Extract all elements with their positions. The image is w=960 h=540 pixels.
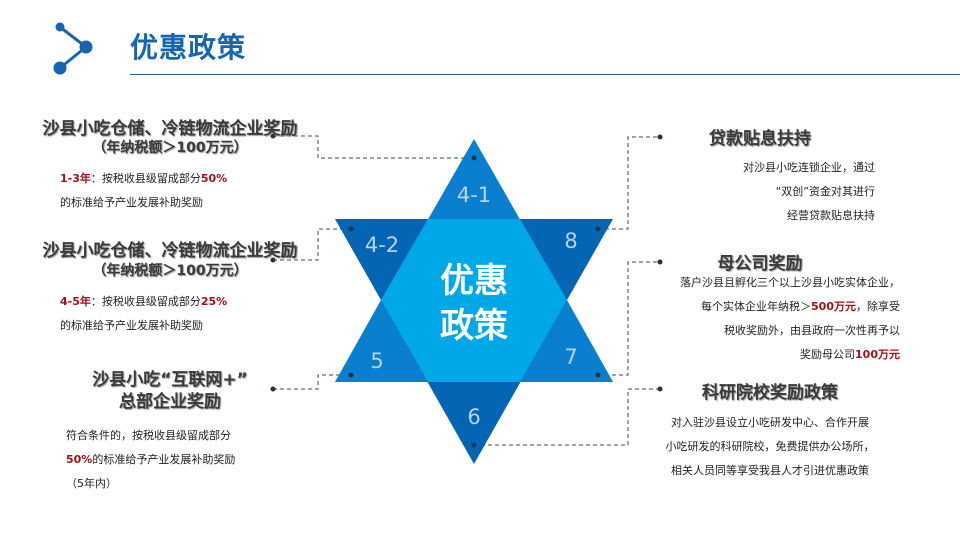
connector-dots xyxy=(270,133,663,448)
star-center-line2: 政策 xyxy=(440,306,508,346)
right-1-text: 对沙县小吃连锁企业，通过“双创”资金对其进行经营贷款贴息扶持 xyxy=(743,161,875,222)
star-label-upper-right: 8 xyxy=(564,229,577,253)
left-3-title: 沙县小吃“互联网+”总部企业奖励 xyxy=(92,370,248,412)
star-center-line1: 优惠 xyxy=(440,261,508,301)
star-label-bottom: 6 xyxy=(467,405,480,429)
left-1-title: 沙县小吃仓储、冷链物流企业奖励 xyxy=(42,119,298,139)
star-tip-lower-right xyxy=(520,300,613,382)
star-label-lower-right: 7 xyxy=(564,345,577,369)
star-center-hexagon xyxy=(381,219,567,382)
right-2-title: 母公司奖励 xyxy=(717,254,803,274)
right-3-title: 科研院校奖励政策 xyxy=(702,383,838,403)
right-1-title: 贷款贴息扶持 xyxy=(709,129,811,149)
star-label-top: 4-1 xyxy=(457,183,491,207)
network-logo-icon xyxy=(53,22,93,75)
left-1-subtitle: （年纳税额＞100万元） xyxy=(92,140,248,156)
left-1-text: 1-3年：按税收县级留成部分50%的标准给予产业发展补助奖励 xyxy=(60,172,228,209)
left-2-text: 4-5年：按税收县级留成部分25%的标准给予产业发展补助奖励 xyxy=(60,295,228,332)
star-tip-lower-left xyxy=(335,300,428,382)
star-label-lower-left: 5 xyxy=(370,349,383,373)
page-title: 优惠政策 xyxy=(130,31,247,64)
left-2-title: 沙县小吃仓储、冷链物流企业奖励 xyxy=(42,241,298,261)
right-3-text: 对入驻沙县设立小吃研发中心、合作开展小吃研发的科研院校，免费提供办公场所，相关人… xyxy=(665,416,875,477)
title-divider xyxy=(130,74,960,75)
star-label-upper-left: 4-2 xyxy=(365,233,399,257)
right-2-text: 落户沙县且孵化三个以上沙县小吃实体企业， 每个实体企业年纳税＞500万元，除享受… xyxy=(680,276,900,361)
connector-lines xyxy=(273,135,660,446)
left-2-subtitle: （年纳税额＞100万元） xyxy=(92,263,248,279)
